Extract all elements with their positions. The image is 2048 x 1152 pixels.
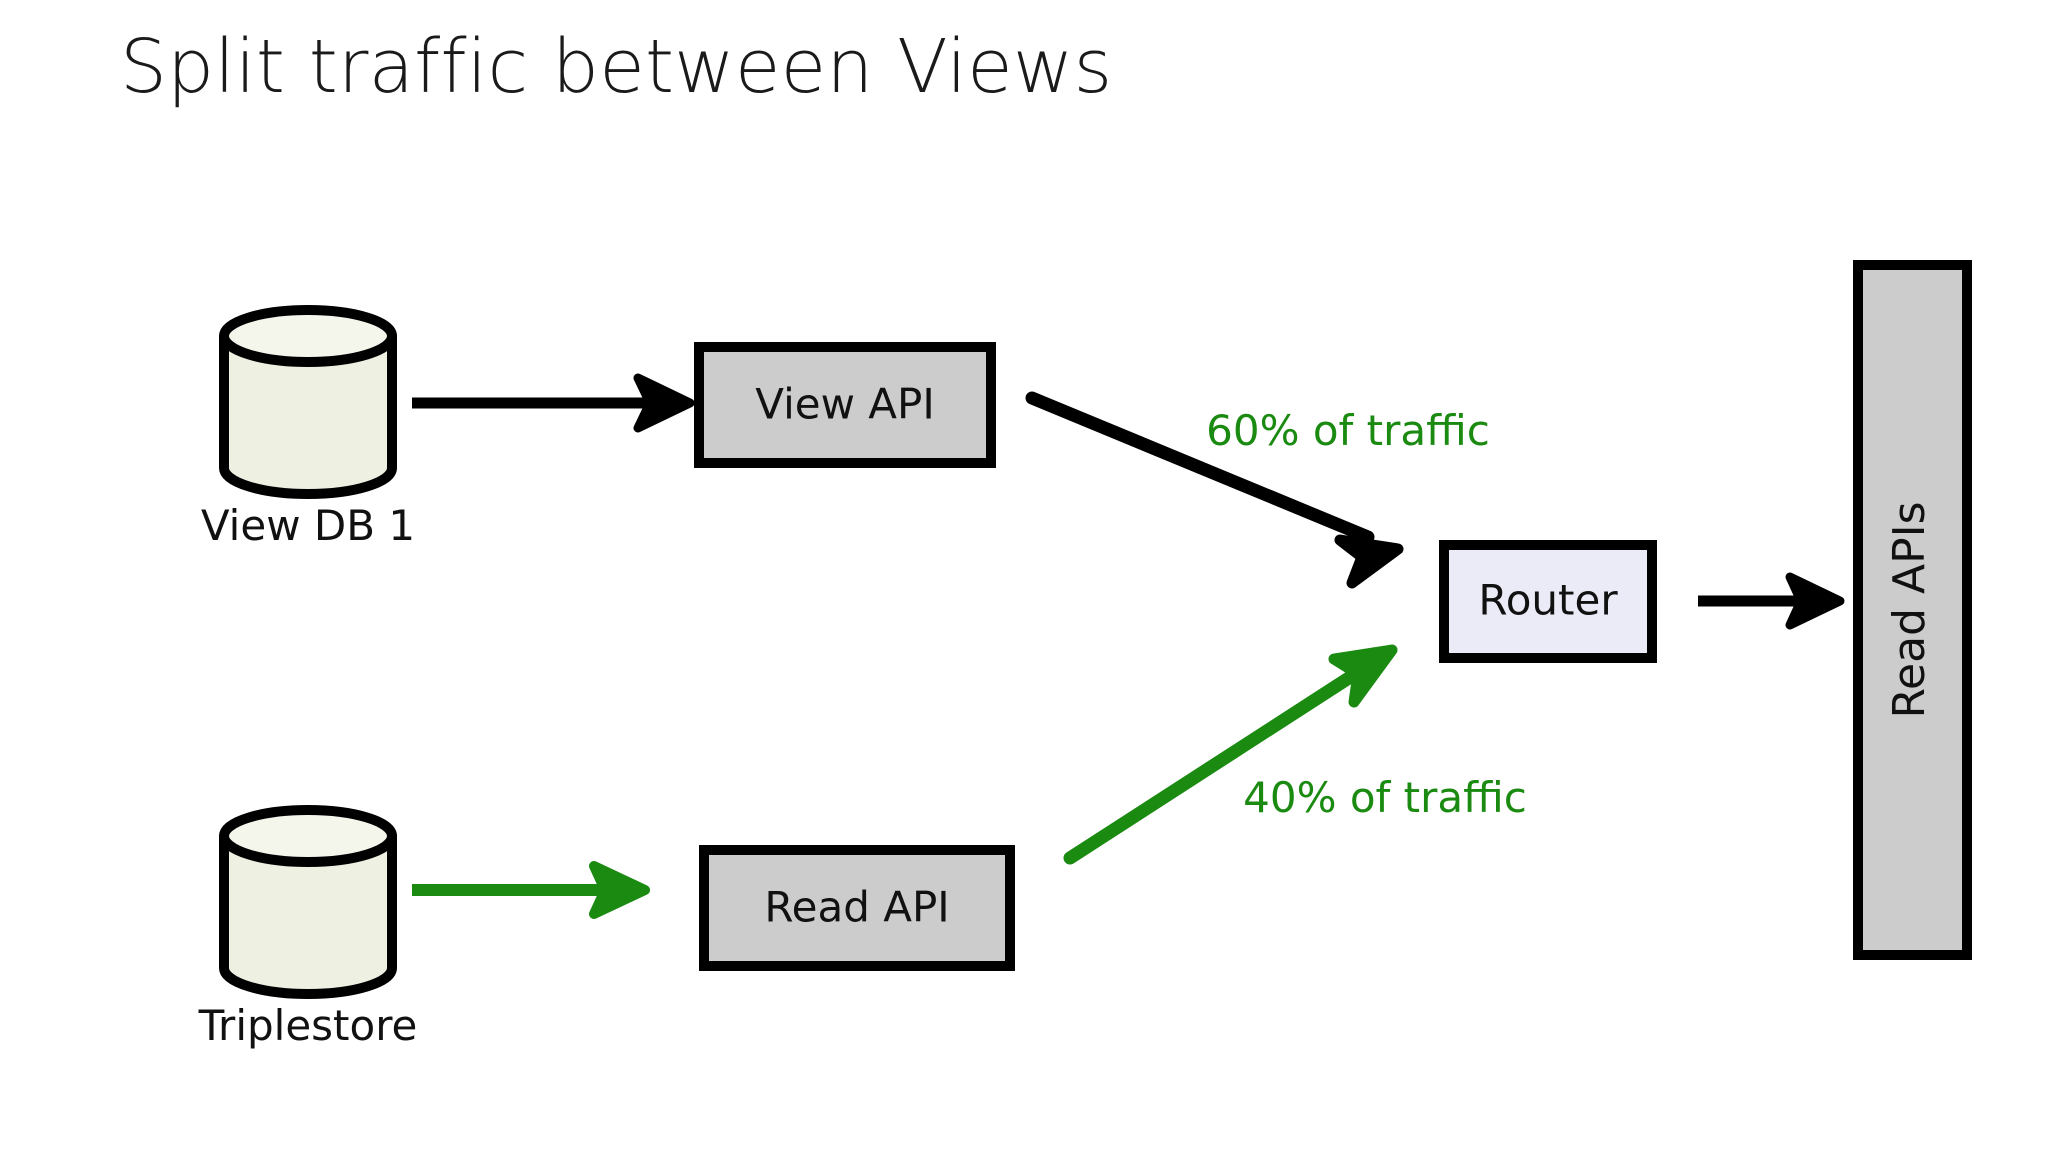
view-api-box xyxy=(694,342,996,468)
triplestore-label: Triplestore xyxy=(198,1001,418,1050)
read-api-label: Read API xyxy=(764,883,949,932)
edge-readapi-to-router-arrowhead xyxy=(1328,644,1398,708)
edge-readapi-to-router-line xyxy=(1063,665,1365,865)
read-api-box xyxy=(699,845,1015,971)
router-label: Router xyxy=(1478,576,1618,625)
triplestore-cylinder-top xyxy=(219,805,397,867)
edge-triplestore-to-readapi-arrowhead xyxy=(589,861,650,919)
edge-triplestore-to-readapi xyxy=(412,861,650,919)
edge-viewdb-to-viewapi xyxy=(412,373,695,433)
router-box xyxy=(1439,540,1657,663)
node-view-api[interactable]: View API xyxy=(694,342,996,468)
edge-label-60-percent: 60% of traffic xyxy=(1206,406,1490,455)
edge-router-to-readapis xyxy=(1698,572,1845,630)
node-read-api[interactable]: Read API xyxy=(699,845,1015,971)
edge-viewdb-to-viewapi-arrowhead xyxy=(633,373,695,433)
edge-viewapi-to-router-arrowhead xyxy=(1334,534,1404,589)
edge-router-to-readapis-arrowhead xyxy=(1785,572,1845,630)
view-db-cylinder-top xyxy=(219,305,397,367)
read-apis-bar-label: Read APIs xyxy=(1884,501,1935,718)
page-title: Split traffic between Views xyxy=(120,24,1112,110)
node-read-apis-bar[interactable]: Read APIs xyxy=(1853,260,1972,960)
view-db-label: View DB 1 xyxy=(201,501,415,550)
node-view-db[interactable]: View DB 1 xyxy=(201,305,415,550)
triplestore-cylinder-body xyxy=(219,831,397,999)
node-router[interactable]: Router xyxy=(1439,540,1657,663)
edge-label-40-percent: 40% of traffic xyxy=(1243,773,1527,822)
edge-viewapi-to-router-line xyxy=(1025,391,1375,544)
view-api-label: View API xyxy=(755,380,934,429)
read-apis-bar-box xyxy=(1853,260,1972,960)
view-db-cylinder-body xyxy=(219,331,397,499)
node-triplestore[interactable]: Triplestore xyxy=(198,805,418,1050)
edge-viewapi-to-router: 60% of traffic xyxy=(1025,391,1490,589)
edge-readapi-to-router: 40% of traffic xyxy=(1063,644,1527,865)
